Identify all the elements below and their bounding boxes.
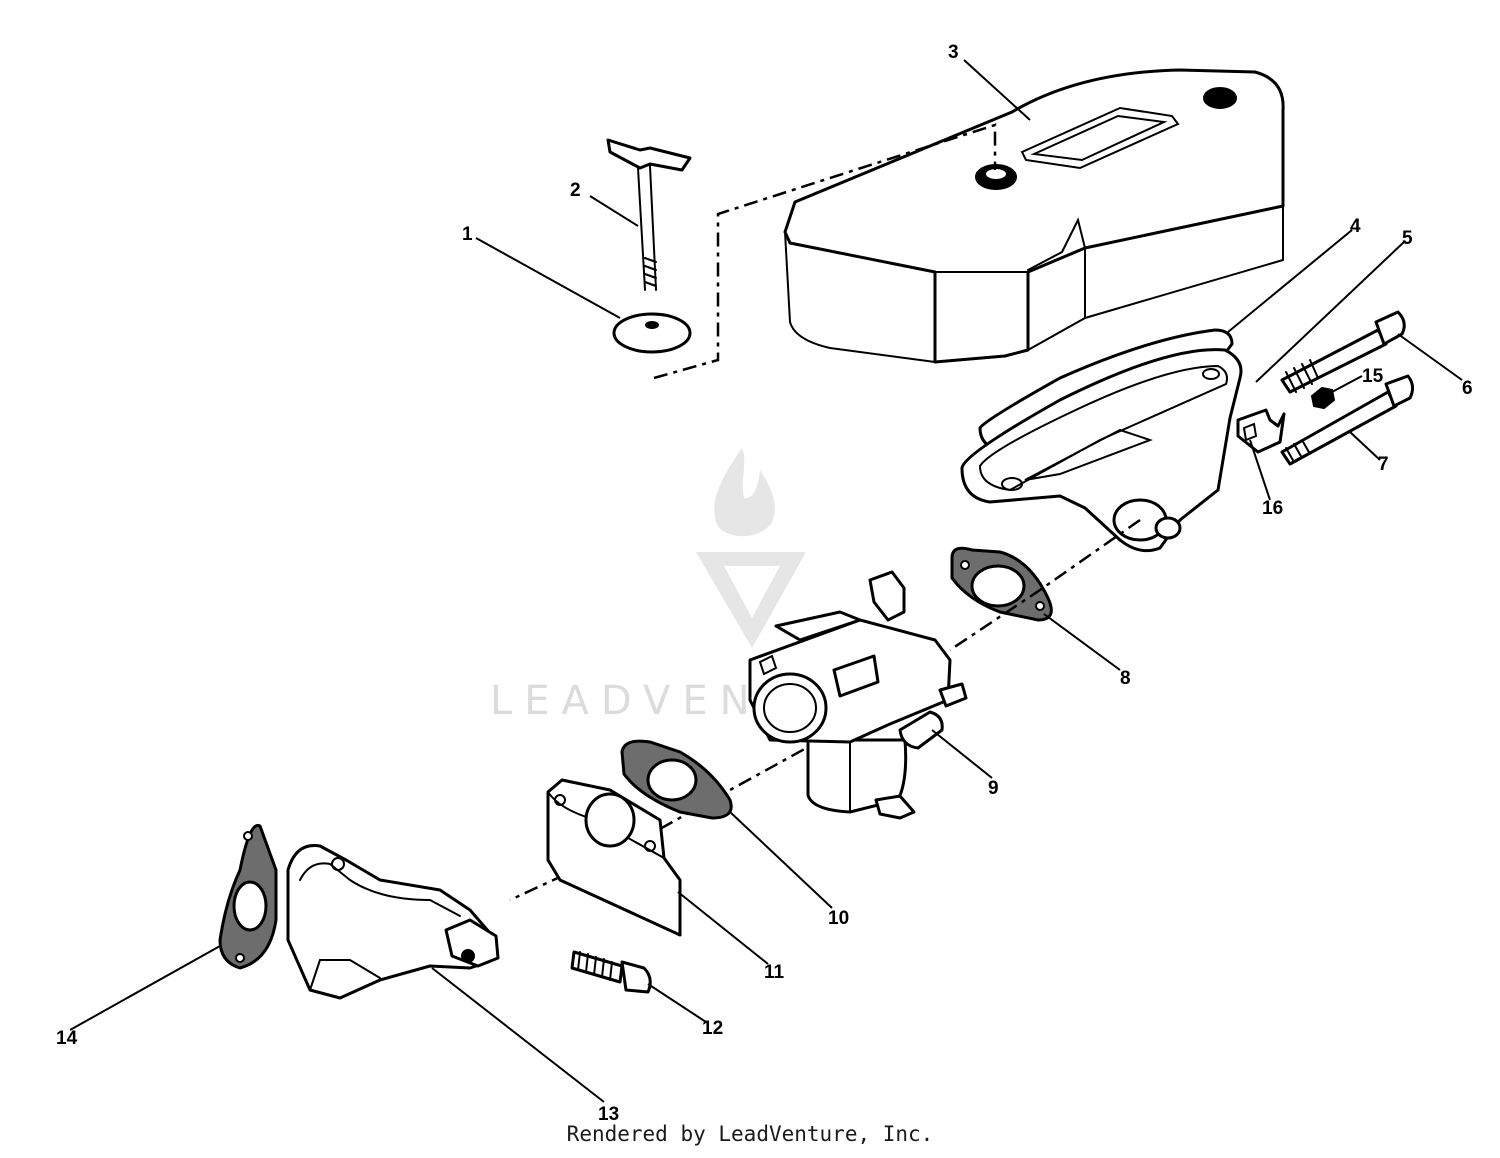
part-3-air-cleaner-cover	[783, 68, 1285, 364]
leader-1	[475, 237, 621, 319]
callout-6: 6	[1462, 378, 1473, 399]
callout-15: 15	[1362, 366, 1384, 387]
part-14-gasket	[218, 823, 278, 970]
leader-2	[589, 195, 639, 227]
leader-14	[69, 945, 221, 1031]
leader-11	[677, 891, 769, 965]
watermark-v-icon	[696, 552, 806, 648]
leader-5	[1255, 241, 1405, 383]
leader-9	[931, 729, 993, 779]
callout-9: 9	[988, 778, 999, 799]
callout-7: 7	[1378, 454, 1389, 475]
part-7-screw	[1280, 374, 1415, 466]
footer-credit: Rendered by LeadVenture, Inc.	[566, 1122, 934, 1146]
assembly-line-carb	[509, 518, 1141, 902]
leader-10	[729, 811, 833, 909]
callout-2: 2	[570, 180, 581, 201]
callout-5: 5	[1402, 228, 1413, 249]
callout-4: 4	[1350, 216, 1361, 237]
callout-13: 13	[598, 1104, 619, 1125]
callout-10: 10	[828, 908, 849, 929]
leader-4	[1227, 229, 1353, 333]
part-6-screw	[1280, 310, 1406, 394]
leader-15	[1331, 375, 1363, 393]
leader-lines	[69, 59, 1463, 1103]
callout-12: 12	[702, 1018, 723, 1039]
callout-labels: 1 2 3 4 5 6 7 8 9 10 11 12 13 14 15 16	[56, 42, 1473, 1125]
part-1-washer	[612, 312, 692, 354]
part-15-nut	[1310, 386, 1336, 410]
assembly-line-cover	[653, 123, 997, 380]
part-16-bracket	[1236, 408, 1286, 454]
leader-12	[647, 983, 707, 1023]
callout-14: 14	[56, 1028, 78, 1049]
leader-16	[1249, 439, 1271, 501]
part-10-gasket	[620, 739, 733, 820]
leader-8	[1043, 613, 1121, 671]
callout-3: 3	[948, 42, 959, 63]
callout-8: 8	[1120, 668, 1131, 689]
callout-11: 11	[764, 962, 785, 983]
callout-16: 16	[1262, 498, 1283, 519]
leader-6	[1397, 333, 1463, 381]
part-8-carburetor-gasket	[950, 546, 1053, 622]
part-13-intake-manifold	[286, 844, 500, 1000]
watermark-flame-icon	[714, 448, 775, 537]
part-12-bolt	[570, 950, 652, 994]
leader-7	[1349, 431, 1381, 461]
leader-3	[963, 59, 1031, 121]
part-5-air-cleaner-base	[960, 348, 1243, 553]
part-11-spacer-plate	[546, 778, 682, 937]
part-2-wing-bolt	[606, 138, 692, 291]
callout-1: 1	[462, 224, 473, 245]
leader-13	[431, 967, 605, 1103]
part-9-carburetor	[748, 570, 968, 820]
